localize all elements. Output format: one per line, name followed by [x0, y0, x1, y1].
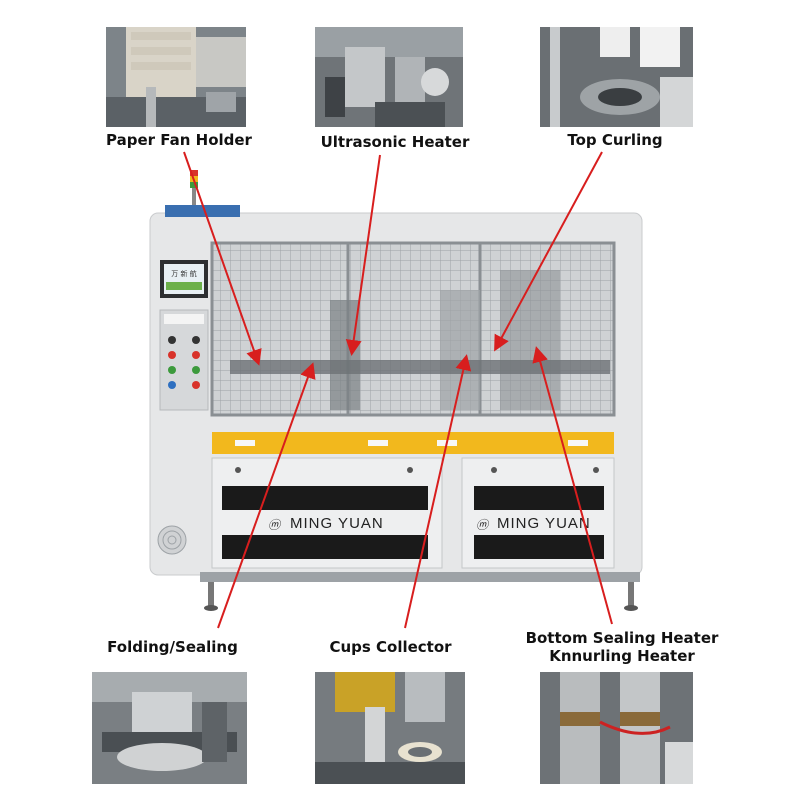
mesh-guard — [210, 241, 616, 417]
arrow-cups-collector — [404, 354, 472, 629]
label-ultrasonic-heater: Ultrasonic Heater — [320, 133, 470, 151]
photo-top-curling — [540, 27, 693, 127]
brand-text-right: MING YUAN — [497, 515, 591, 532]
photo-ultrasonic-heater — [315, 27, 463, 127]
arrow-top-curling — [494, 151, 603, 352]
photo-folding-sealing — [92, 672, 247, 784]
label-top-curling: Top Curling — [567, 131, 663, 149]
brand-text-left: MING YUAN — [290, 515, 384, 532]
lower-cabinet-left: ⓜ MING YUAN — [211, 457, 443, 569]
callout-arrows — [183, 151, 613, 629]
yellow-rail — [212, 432, 614, 454]
label-paper-fan-holder: Paper Fan Holder — [106, 131, 252, 149]
brand-logo-left: ⓜ — [268, 518, 282, 532]
control-panel: 万 新 航 — [159, 260, 209, 411]
arrow-paper-fan-holder — [183, 151, 262, 366]
arrow-ultrasonic-heater — [345, 154, 381, 356]
photo-bottom-sealing-heater — [540, 672, 693, 784]
label-cups-collector: Cups Collector — [329, 638, 452, 656]
label-folding-sealing: Folding/Sealing — [107, 638, 238, 656]
arrow-bottom-sealing-heater — [532, 346, 613, 625]
photo-paper-fan-holder — [106, 27, 246, 127]
brand-logo-right: ⓜ — [476, 518, 490, 532]
lower-cabinet-right: ⓜ MING YUAN — [461, 457, 615, 569]
hmi-screen-text: 万 新 航 — [171, 269, 196, 278]
photo-cups-collector — [315, 672, 465, 784]
label-knurling-heater: Knnurling Heater — [549, 647, 695, 665]
label-bottom-sealing-heater: Bottom Sealing Heater — [525, 629, 719, 647]
arrow-folding-sealing — [217, 362, 316, 629]
fan-vent-icon — [157, 525, 187, 555]
